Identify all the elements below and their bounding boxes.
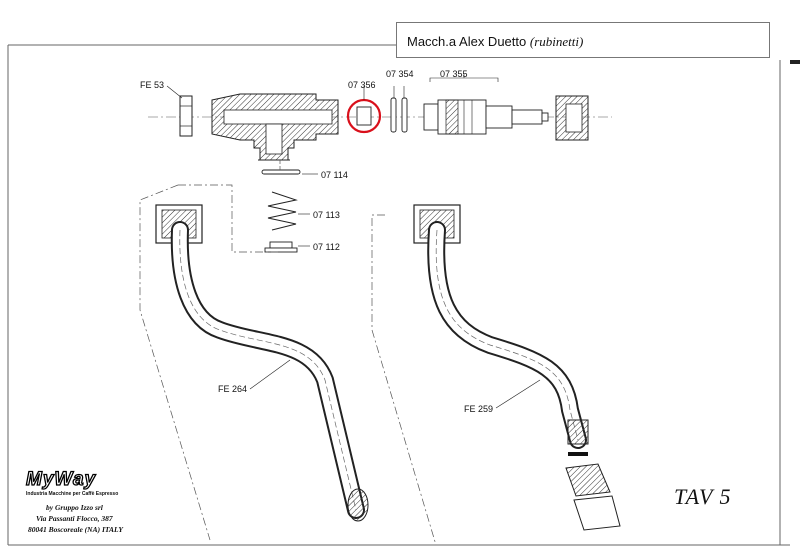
label-07356: 07 356	[348, 80, 376, 90]
label-fe264: FE 264	[218, 384, 248, 394]
spout-fe264	[155, 204, 369, 522]
label-07112: 07 112	[313, 242, 340, 252]
orings-07354	[390, 97, 408, 133]
label-fe53: FE 53	[140, 80, 165, 90]
spring-group	[261, 169, 301, 253]
spindle-07355	[423, 99, 549, 135]
label-07354: 07 354	[386, 69, 414, 79]
label-07113: 07 113	[313, 210, 340, 220]
myway-logo: MyWay	[25, 469, 97, 490]
label-07114: 07 114	[321, 170, 348, 180]
tap-body	[211, 93, 339, 161]
table-number: TAV 5	[674, 484, 732, 509]
company-owner: by Gruppo Izzo srl	[46, 503, 103, 512]
knob-cap	[555, 95, 589, 141]
company-tagline: Industria Macchine per Caffè Espresso	[26, 491, 119, 497]
title-block: Macch.a Alex Duetto (rubinetti)	[396, 22, 770, 58]
machine-name: Macch.a Alex Duetto	[407, 34, 527, 49]
company-logo-block: MyWay Industria Macchine per Caffè Espre…	[25, 469, 146, 535]
label-07355: 07 355	[440, 69, 468, 79]
label-fe259: FE 259	[464, 404, 494, 414]
company-street: Via Passanti Flocco, 387	[36, 514, 113, 523]
company-city: 80041 Boscoreale (NA) ITALY	[28, 525, 123, 534]
title-subtitle: (rubinetti)	[529, 34, 584, 49]
spout-fe259	[413, 204, 621, 531]
nut-fe53	[179, 95, 193, 137]
title-text: Macch.a Alex Duetto (rubinetti)	[407, 34, 583, 50]
